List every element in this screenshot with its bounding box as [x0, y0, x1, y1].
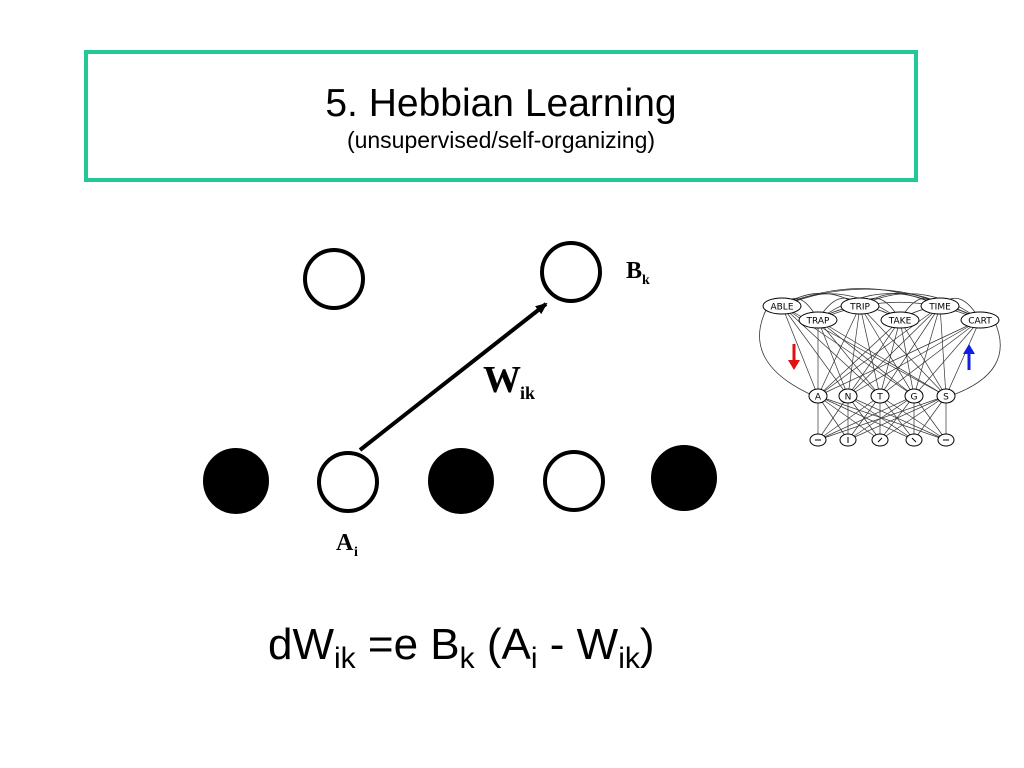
title-box: 5. Hebbian Learning (unsupervised/self-o… [84, 50, 918, 182]
network-edge [913, 305, 941, 397]
weight-arrow [358, 302, 548, 452]
network-edge [847, 319, 901, 397]
down-arrowhead-icon [788, 360, 800, 370]
eq-part: - W [537, 620, 619, 669]
output-node-1 [303, 248, 365, 310]
network-edge [759, 305, 815, 397]
letter-node [870, 388, 890, 404]
slide-title: 5. Hebbian Learning [325, 82, 677, 125]
network-edge [817, 319, 849, 397]
network-edge [847, 395, 947, 441]
label-w-sub: ik [520, 383, 535, 403]
network-edge [817, 319, 915, 397]
network-edge [899, 319, 915, 397]
eq-sub: ik [334, 642, 356, 675]
word-node [880, 311, 920, 329]
input-node-4 [543, 450, 605, 512]
feature-glyph [911, 437, 917, 443]
network-edge [879, 319, 981, 397]
label-w: W [483, 359, 521, 401]
eq-part: (A [474, 620, 531, 669]
network-edge [879, 319, 901, 397]
network-edge [899, 319, 947, 397]
hebbian-equation: dWik =e Bk (Ai - Wik) [268, 620, 655, 674]
feature-glyph [877, 437, 883, 443]
letter-node-label: N [845, 393, 852, 403]
input-node-5 [651, 445, 717, 511]
word-node-label: TRIP [849, 303, 870, 313]
eq-part: =e B [355, 620, 460, 669]
network-edge [859, 305, 947, 397]
network-edge [949, 319, 1001, 397]
network-edge [945, 319, 981, 397]
letter-node-label: A [815, 393, 822, 403]
word-node [960, 311, 1000, 329]
word-node [840, 297, 880, 315]
eq-sub: i [530, 642, 538, 675]
letter-node [838, 388, 858, 404]
network-edge [847, 319, 981, 397]
network-edge [817, 395, 881, 441]
letter-node [936, 388, 956, 404]
word-network-thumbnail: ABLE TRIP TIME TRAP TAKE CART A N T G S [759, 288, 1001, 447]
network-edge [913, 395, 947, 441]
network-edge [817, 319, 901, 397]
slide-subtitle: (unsupervised/self-organizing) [346, 127, 656, 153]
input-node-ai [317, 451, 379, 513]
letter-node [808, 388, 828, 404]
eq-sub: ik [618, 642, 640, 675]
word-node [798, 311, 838, 329]
letter-node-label: G [911, 393, 918, 403]
network-edge [879, 305, 941, 397]
network-edge [817, 305, 861, 397]
network-nodes: ABLE TRIP TIME TRAP TAKE CART A N T G S [762, 297, 1000, 447]
word-node-label: TRAP [806, 317, 831, 327]
learning-arrows [788, 344, 975, 370]
word-node-label: ABLE [770, 303, 793, 313]
word-node [762, 297, 802, 315]
eq-sub: k [459, 642, 475, 675]
network-edge [847, 395, 881, 441]
letter-node-label: S [943, 393, 949, 403]
network-edge [879, 395, 947, 441]
network-edge [817, 319, 947, 397]
word-node-label: TIME [928, 303, 951, 313]
network-edge [781, 305, 819, 397]
network-edge [817, 395, 915, 441]
label-a: A [336, 530, 354, 556]
network-edge [913, 319, 981, 397]
word-node-label: CART [968, 317, 992, 327]
network-edge [859, 305, 915, 397]
network-edge [817, 301, 981, 321]
network-edge [939, 305, 947, 397]
eq-part: dW [268, 620, 334, 669]
label-a-sub: i [354, 545, 358, 560]
input-node-1 [203, 448, 269, 514]
word-node-label: TAKE [888, 317, 912, 327]
network-edge [817, 319, 981, 397]
up-arrowhead-icon [963, 344, 975, 354]
output-node-bk [540, 241, 602, 303]
network-edge [781, 305, 849, 397]
network-edge [817, 395, 849, 441]
network-edge [817, 395, 947, 441]
network-edge [817, 319, 881, 397]
label-b-sub: k [642, 273, 650, 288]
letter-node-label: T [876, 393, 883, 403]
eq-part: ) [639, 620, 655, 669]
label-b: B [626, 258, 642, 284]
word-node [920, 297, 960, 315]
network-edge [847, 305, 941, 397]
input-node-3 [428, 448, 494, 514]
letter-node [904, 388, 924, 404]
